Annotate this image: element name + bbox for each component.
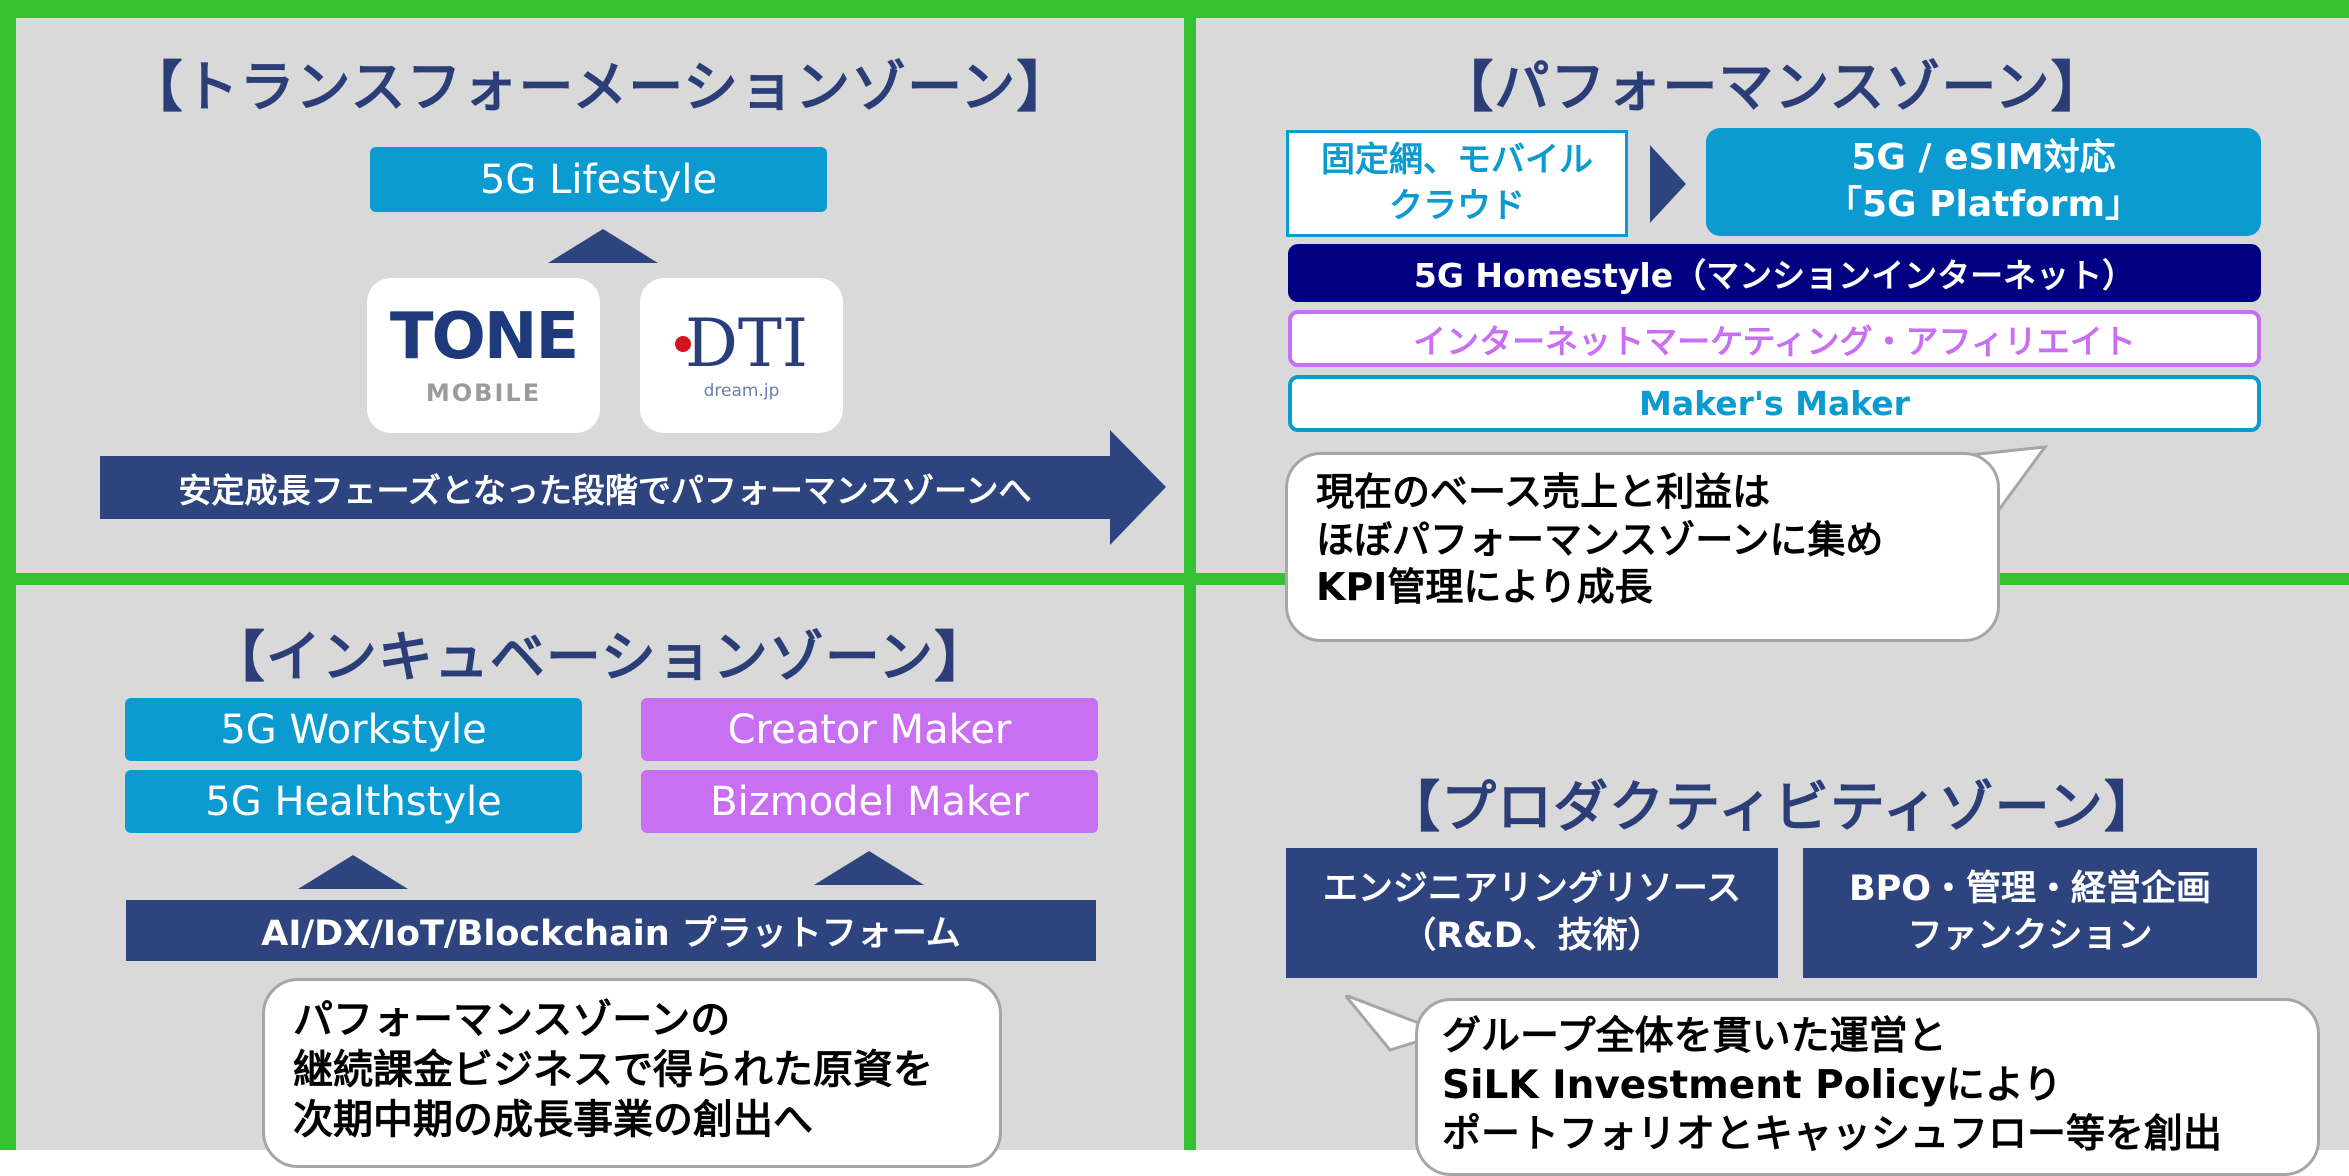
transformation-zone-title: 【トランスフォーメーションゾーン】 xyxy=(127,55,1073,119)
productivity-bubble-line3: ポートフォリオとキャッシュフロー等を創出 xyxy=(1442,1111,2223,1157)
bpo-line2: ファンクション xyxy=(1907,916,2153,956)
healthstyle-box: 5G Healthstyle xyxy=(125,770,582,833)
fixed-mobile-cloud-box: 固定網、モバイル クラウド xyxy=(1286,130,1628,237)
fixed-box-line2: クラウド xyxy=(1389,185,1525,226)
platform-line1: 5G / eSIM対応 xyxy=(1851,137,2116,179)
fixed-box-line1: 固定網、モバイル xyxy=(1321,139,1593,180)
engineering-line2: （R&D、技術） xyxy=(1401,916,1663,956)
transition-arrow-text: 安定成長フェーズとなった段階でパフォーマンスゾーンへ xyxy=(178,470,1032,510)
right-arrow-icon xyxy=(1650,145,1686,223)
creator-up-arrow-icon xyxy=(814,851,924,885)
creator-maker-box: Creator Maker xyxy=(641,698,1098,761)
workstyle-up-arrow-icon xyxy=(298,855,408,889)
incubation-bubble-line2: 継続課金ビジネスで得られた原資を xyxy=(293,1047,933,1093)
platform-line2: 「5G Platform」 xyxy=(1825,184,2142,225)
productivity-zone-title: 【プロダクティビティゾーン】 xyxy=(1385,775,2160,839)
dti-logo-subtext: dream.jp xyxy=(703,380,780,401)
performance-bubble-line3: KPI管理により成長 xyxy=(1316,565,1653,609)
dti-logo: DTI dream.jp xyxy=(640,278,843,433)
tone-mobile-logo: TONE MOBILE xyxy=(367,278,600,433)
5g-platform-box: 5G / eSIM対応 「5G Platform」 xyxy=(1706,128,2261,236)
performance-bubble-line2: ほぼパフォーマンスゾーンに集め xyxy=(1316,517,1884,562)
performance-zone-title: 【パフォーマンスゾーン】 xyxy=(1438,55,2107,119)
bizmodel-maker-box: Bizmodel Maker xyxy=(641,770,1098,833)
performance-speech-bubble: 現在のベース売上と利益は ほぼパフォーマンスゾーンに集め KPI管理により成長 xyxy=(1285,452,2000,642)
productivity-bubble-line1: グループ全体を貫いた運営と xyxy=(1442,1014,1947,1059)
dti-logo-text: DTI xyxy=(684,304,808,382)
bubble-tail-joint xyxy=(1995,456,2007,470)
homestyle-box: 5G Homestyle（マンションインターネット） xyxy=(1288,244,2261,302)
incubation-bubble-line3: 次期中期の成長事業の創出へ xyxy=(293,1097,813,1143)
incubation-zone-title: 【インキュベーションゾーン】 xyxy=(209,625,991,689)
transition-arrow xyxy=(100,430,1166,545)
engineering-resource-box: エンジニアリングリソース （R&D、技術） xyxy=(1286,848,1778,978)
tone-logo-subtext: MOBILE xyxy=(425,378,542,407)
bpo-line1: BPO・管理・経営企画 xyxy=(1848,868,2212,909)
makers-maker-box: Maker's Maker xyxy=(1288,375,2261,432)
performance-bubble-line1: 現在のベース売上と利益は xyxy=(1316,470,1771,514)
tone-logo-text: TONE xyxy=(389,299,579,374)
incubation-bubble-line1: パフォーマンスゾーンの xyxy=(293,997,731,1043)
workstyle-box: 5G Workstyle xyxy=(125,698,582,761)
lifestyle-up-arrow-icon xyxy=(548,229,658,263)
platform-bar: AI/DX/IoT/Blockchain プラットフォーム xyxy=(126,900,1096,961)
incubation-speech-bubble: パフォーマンスゾーンの 継続課金ビジネスで得られた原資を 次期中期の成長事業の創… xyxy=(262,978,1002,1168)
lifestyle-box: 5G Lifestyle xyxy=(370,147,827,212)
productivity-tail-joint xyxy=(1419,1030,1433,1052)
dti-logo-mark: DTI xyxy=(674,304,808,382)
bpo-management-box: BPO・管理・経営企画 ファンクション xyxy=(1803,848,2257,978)
engineering-line1: エンジニアリングリソース xyxy=(1322,868,1742,909)
productivity-speech-bubble: グループ全体を貫いた運営と SiLK Investment Policyにより … xyxy=(1415,998,2320,1176)
productivity-bubble-line2: SiLK Investment Policyにより xyxy=(1442,1062,2063,1108)
dti-red-dot-icon xyxy=(674,335,691,352)
marketing-affiliate-box: インターネットマーケティング・アフィリエイト xyxy=(1288,310,2261,367)
